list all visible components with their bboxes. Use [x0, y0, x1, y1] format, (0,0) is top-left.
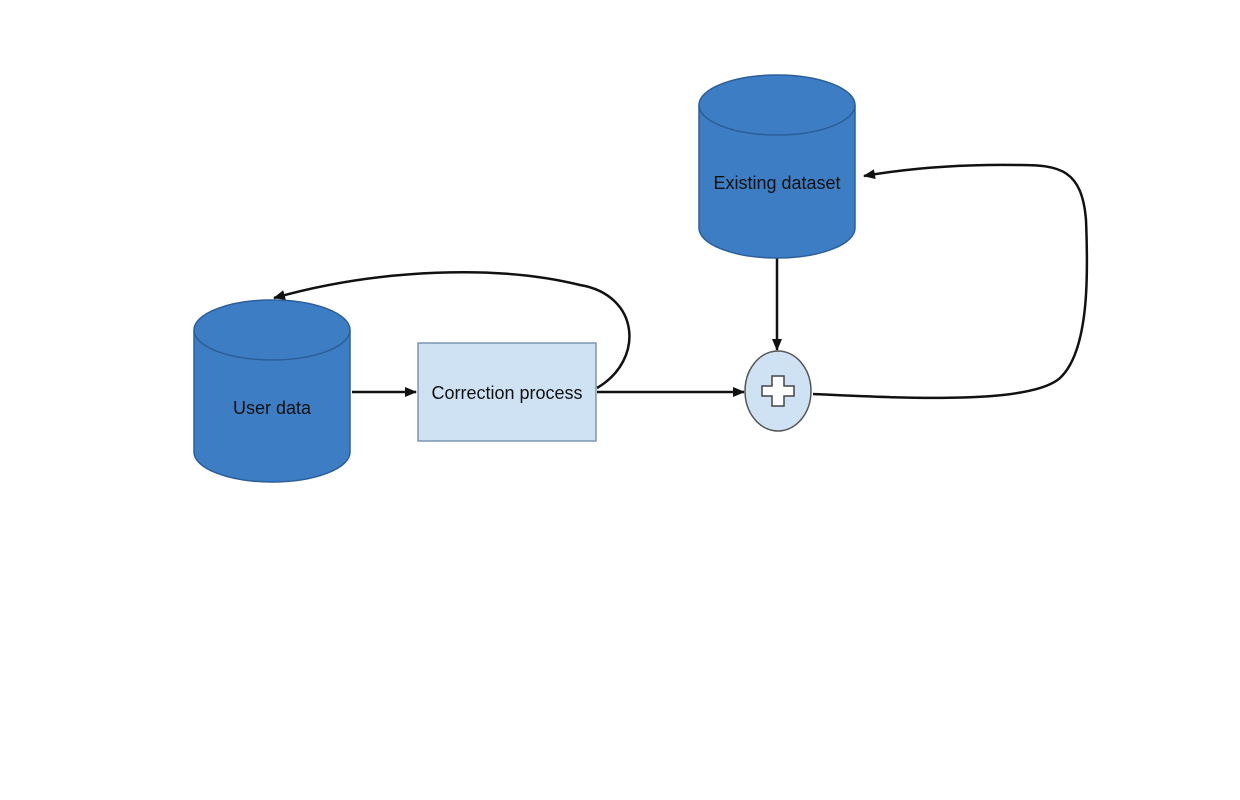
database-user-data-body	[193, 330, 351, 483]
database-existing-dataset: Existing dataset	[698, 74, 856, 259]
database-user-data: User data	[193, 299, 351, 483]
database-user-data-top	[193, 299, 351, 361]
edge-correction-process-to-user-data	[273, 271, 631, 390]
process-correction: Correction process	[417, 342, 597, 442]
process-correction-box	[417, 342, 597, 442]
edges	[273, 163, 1089, 400]
edge-merge-to-existing-dataset	[812, 163, 1089, 400]
merge-junction	[744, 350, 812, 432]
process-correction-label: Correction process	[431, 383, 582, 403]
database-existing-dataset-body	[698, 105, 856, 259]
database-existing-dataset-top	[698, 74, 856, 136]
plus-icon	[761, 375, 795, 407]
database-existing-dataset-label: Existing dataset	[713, 173, 840, 193]
database-user-data-label: User data	[233, 398, 312, 418]
